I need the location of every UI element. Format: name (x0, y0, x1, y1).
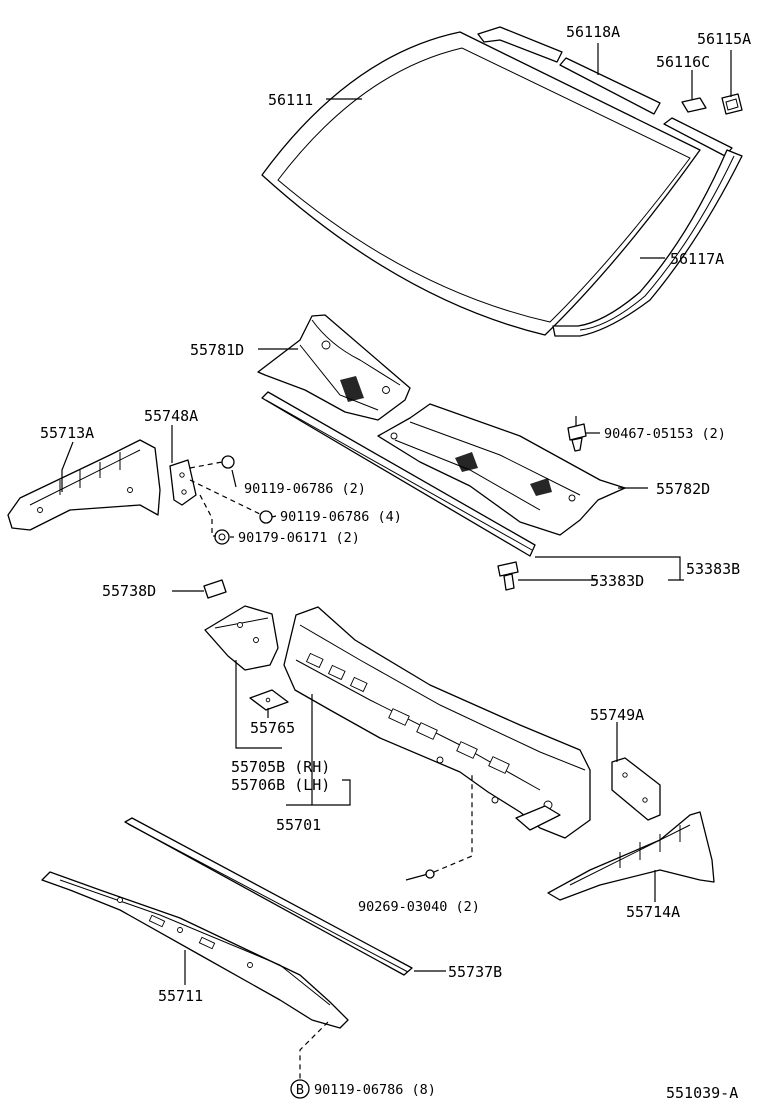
label-55749a: 55749A (590, 706, 644, 724)
label-bolt-3: 90119-06786 (8) (314, 1082, 436, 1098)
label-56111: 56111 (268, 91, 313, 109)
leader-lines (61, 43, 732, 985)
brace (249, 689, 289, 711)
label-90269: 90269-03040 (2) (358, 899, 480, 915)
bracket-lh (169, 459, 197, 506)
label-nut-1: 90179-06171 (2) (238, 530, 360, 546)
label-55701: 55701 (276, 816, 321, 834)
label-55737b: 55737B (448, 963, 502, 981)
pad (203, 579, 227, 599)
cowl-inner (41, 871, 349, 1029)
label-53383b: 53383B (686, 560, 740, 578)
seal (124, 817, 413, 976)
label-55765: 55765 (250, 719, 295, 737)
cowl-side-panel (204, 605, 279, 671)
label-56116c: 56116C (656, 53, 710, 71)
label-56117a: 56117A (670, 250, 724, 268)
label-55738d: 55738D (102, 582, 156, 600)
upper-moulding (477, 26, 733, 157)
part-labels: 56111 56118A 56115A 56116C 56117A 55781D… (40, 23, 751, 1102)
label-bolt-2: 90119-06786 (4) (280, 509, 402, 525)
label-55706b: 55706B (LH) (231, 776, 330, 794)
clip-b (567, 416, 587, 452)
side-panel-lh (7, 439, 161, 531)
side-moulding (552, 149, 743, 337)
clip-a (721, 93, 743, 115)
bracket-rh (611, 757, 661, 821)
label-56115a: 56115A (697, 30, 751, 48)
label-55714a: 55714A (626, 903, 680, 921)
ref-b-letter: B (296, 1082, 304, 1098)
cowl-panel (283, 606, 591, 839)
label-55748a: 55748A (144, 407, 198, 425)
label-55713a: 55713A (40, 424, 94, 442)
label-56118a: 56118A (566, 23, 620, 41)
side-panel-rh (547, 811, 715, 901)
weatherstrip (261, 391, 536, 557)
pin (405, 869, 435, 881)
fasteners-lh (214, 455, 273, 545)
label-diagram-code: 551039-A (666, 1084, 738, 1102)
cowl-louver (257, 314, 626, 536)
label-bolt-1: 90119-06786 (2) (244, 481, 366, 497)
label-53383d: 53383D (590, 572, 644, 590)
spacer (681, 97, 707, 113)
label-55711: 55711 (158, 987, 203, 1005)
label-55781d: 55781D (190, 341, 244, 359)
weatherstrip-clip (497, 561, 519, 591)
label-90467: 90467-05153 (2) (604, 426, 726, 442)
ref-b-badge: B (290, 1079, 310, 1099)
label-55782d: 55782D (656, 480, 710, 498)
label-55705b: 55705B (RH) (231, 758, 330, 776)
windshield-glass (261, 31, 701, 336)
